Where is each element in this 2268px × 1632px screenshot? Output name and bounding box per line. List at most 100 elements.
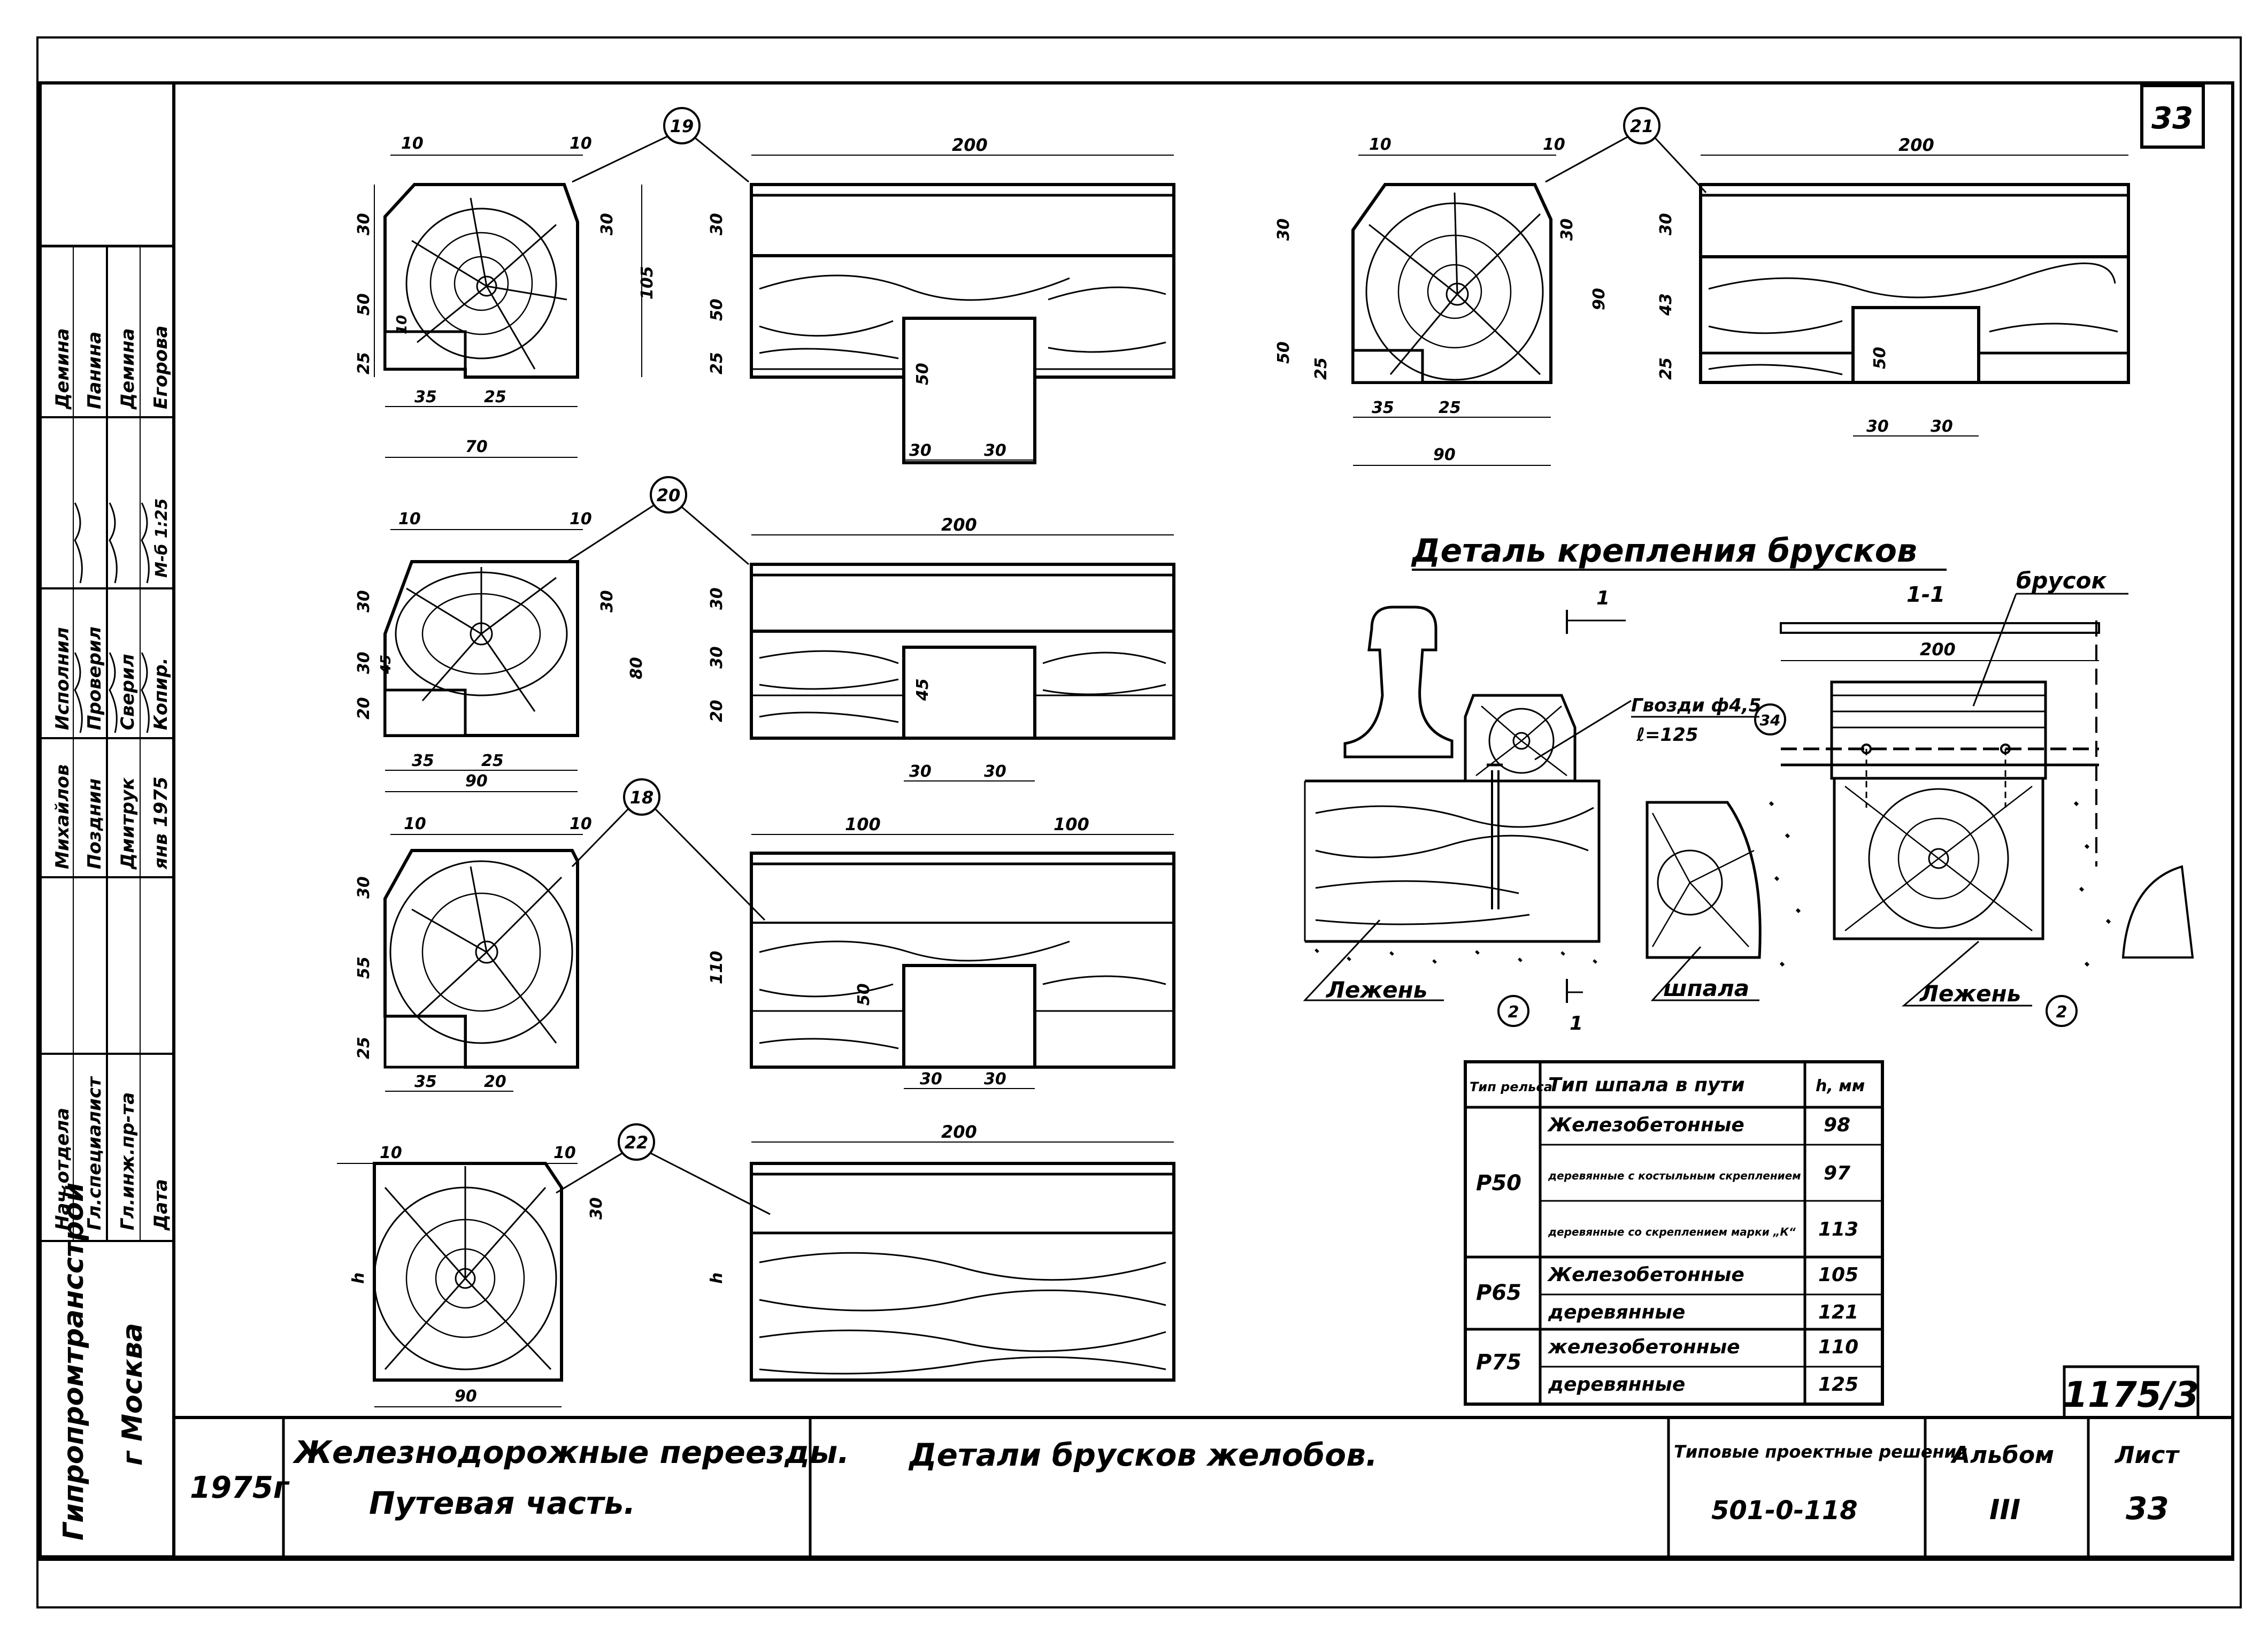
d18-bottom-0: 35 [414,1072,437,1091]
table-row-3-h: 105 [1818,1264,1858,1286]
table-row-4-sleeper: деревянные [1548,1301,1685,1323]
side-name1-0: Михайлов [52,764,73,869]
label-shpala: шпала [1663,975,1749,1001]
d20-top-right: 10 [570,510,592,528]
d18-side-length-a: 100 [845,814,881,834]
d19-left-0: 30 [355,213,373,235]
d19-side-slot-w-0: 30 [909,441,932,460]
d20-callout-number: 20 [657,485,681,505]
label-lezhen-ref-2: 2 [2056,1003,2067,1022]
d20-bottom-1: 25 [481,752,504,770]
table-row-5-sleeper: железобетонные [1547,1336,1740,1358]
table-row-0-sleeper: Железобетонные [1547,1114,1744,1136]
detail-18-callout: 18 [571,778,766,921]
d19-side-slot-w-1: 30 [984,441,1006,460]
d21-left-0: 30 [1274,218,1293,241]
side-role-0: Нач.отдела [52,1108,73,1230]
d21-left-1: 50 [1274,341,1293,364]
sleeper-table: Тип рельса Тип шпала в пути h, мм Р50 Р6… [1464,1060,1884,1406]
table-row-3-sleeper: Железобетонные [1547,1264,1744,1286]
detail-22-cross-section: 10 10 h 30 90 [337,1144,606,1407]
d21-side-left-1: 43 [1657,293,1675,316]
d21-side-left-0: 30 [1657,213,1675,235]
d21-side-slot-w-0: 30 [1866,417,1889,436]
side-role2-3: Копир. [150,657,172,730]
sheet-badge-number: 33 [2151,101,2193,136]
d22-callout-number: 22 [625,1132,649,1153]
detail-22-side-view: 200 h [708,1122,1175,1382]
d20-right-0: 30 [598,590,617,612]
nail-label: Гвозди ф4,5 [1631,695,1761,716]
side-role2-1: Проверил [84,626,105,730]
d20-left-2: 45 [378,655,394,675]
side-role2-2: Сверил [117,654,139,730]
bar-label: брусок [2016,568,2108,594]
d20-right-1: 80 [627,657,646,679]
d22-left-0: h [349,1273,368,1284]
detail-20-cross-section: 10 10 30 30 45 20 30 80 35 25 90 [355,510,646,792]
d19-left-2: 10 [394,315,410,334]
fastening-title: Деталь крепления брусков [1411,532,1917,570]
d20-bottom-0: 35 [412,752,434,770]
side-name2-3: Егорова [150,325,172,409]
detail-21-cross-section: 10 10 30 50 25 30 90 35 25 90 [1274,135,1609,466]
d21-side-left-2: 25 [1657,357,1675,380]
d20-left-1: 30 [355,652,373,674]
label-lezhen-1: Лежень [1325,977,1427,1003]
title-sheet-value: 33 [2126,1490,2169,1527]
title-typical-code: 501-0-118 [1711,1496,1858,1526]
d21-bottom-0: 35 [1372,399,1394,417]
side-name2-0: Демина [52,328,73,410]
title-drawing: Детали брусков желобов. [908,1437,1378,1473]
d18-side-slot-w-1: 30 [984,1070,1006,1089]
d20-side-slot-w-1: 30 [984,762,1006,781]
d19-side-left-1: 50 [708,298,726,321]
detail-20-callout: 20 [566,476,749,565]
side-scale: М-б 1:25 [152,499,171,578]
label-lezhen-ref-1: 2 [1508,1003,1519,1022]
d18-top-right: 10 [570,815,592,833]
table-header-rail: Тип рельса [1470,1079,1552,1094]
table-row-6-h: 125 [1818,1374,1858,1396]
table-row-5-h: 110 [1818,1336,1858,1358]
d19-bottom-0: 35 [414,388,437,407]
d20-width: 90 [465,772,488,791]
d19-side-left-0: 30 [708,213,726,235]
side-name2-2: Демина [117,328,139,410]
d19-bottom-1: 25 [484,388,506,407]
d18-side-left-0: 110 [708,951,726,984]
title-block: 1975г Железнодорожные переезды. Путевая … [174,1416,2233,1557]
detail-18-side-view: 100 100 110 50 30 30 [708,814,1175,1089]
d21-right-0: 30 [1558,218,1577,241]
d19-left-3: 25 [355,352,373,374]
detail-19-side-view: 200 30 50 25 50 30 30 [708,135,1175,464]
sheet-badge: 33 [2140,84,2205,149]
d21-callout-number: 21 [1630,116,1654,136]
d18-left-1: 55 [355,956,373,979]
side-city: г Москва [117,1323,149,1466]
doc-code: 1175/3 [2063,1374,2199,1415]
title-sheet-label: Лист [2114,1442,2180,1469]
fastening-detail: Деталь крепления брусков 1 Гвозди ф4,5 ℓ… [1303,532,2194,1035]
section-title: 1-1 [1906,583,1945,607]
table-row-2-h: 113 [1818,1219,1858,1240]
table-rail-r65: Р65 [1476,1281,1521,1305]
d19-width: 70 [465,438,488,456]
d19-callout-number: 19 [670,116,694,136]
title-album-label: Альбом [1950,1442,2054,1469]
d21-side-slot-w-1: 30 [1931,417,1953,436]
table-row-4-h: 121 [1818,1301,1858,1323]
d22-top-right: 10 [553,1144,576,1162]
title-year: 1975г [190,1470,290,1505]
d18-left-0: 30 [355,876,373,899]
d18-top-left: 10 [404,815,426,833]
section-mark-top: 1 [1596,587,1610,609]
d21-right-1: 90 [1590,288,1609,310]
d22-side-left-0: h [708,1273,726,1284]
title-project-line1: Железнодорожные переезды. [292,1434,849,1470]
side-role-1: Гл.специалист [84,1076,105,1230]
side-role-3: Дата [150,1179,172,1231]
detail-21-callout: 21 [1545,107,1707,194]
d21-side-slot-h: 50 [1871,347,1889,369]
